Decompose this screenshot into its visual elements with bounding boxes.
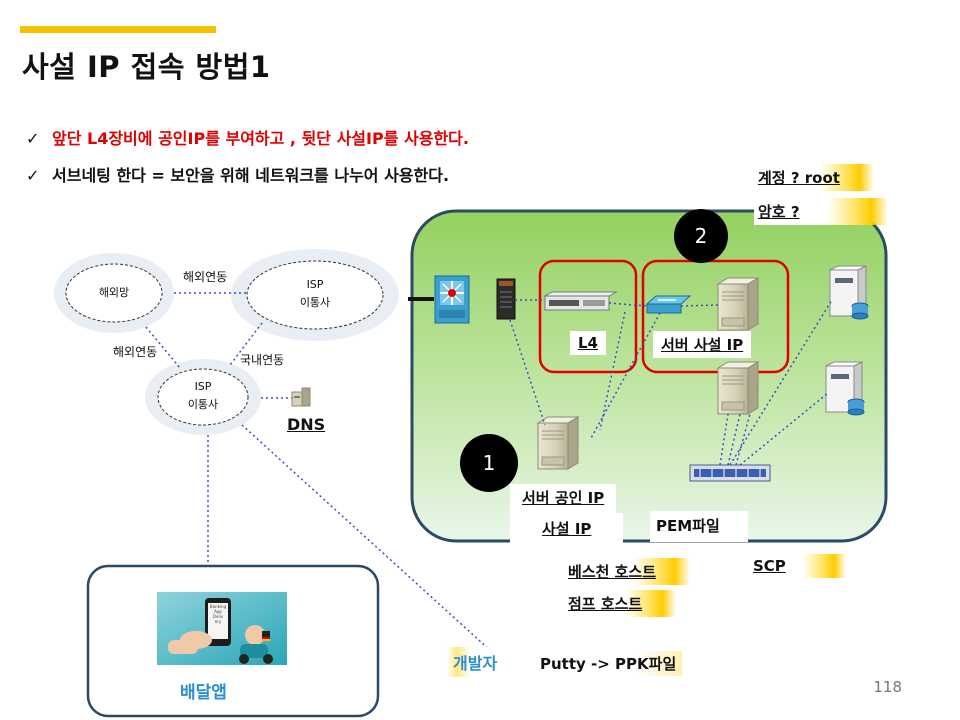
check-icon: ✓ [26, 166, 40, 185]
isp-bottom-ellipse [157, 368, 249, 426]
l4-label: L4 [570, 331, 606, 355]
bullet-item-1: ✓ 앞단 L4장비에 공인IP를 부여하고 , 뒷단 사설IP를 사용한다. [26, 125, 469, 149]
l4-highlight-box [538, 259, 638, 374]
check-icon: ✓ [26, 129, 40, 148]
isp-bottom-label: ISP 이통사 [173, 378, 233, 414]
storage-switch-icon [689, 464, 771, 482]
isp-bottom-line1: ISP [194, 380, 212, 393]
overseas-net-ellipse [65, 263, 163, 323]
jump-host-callout: 점프 호스트 [564, 590, 677, 617]
bastion-host-callout: 베스천 호스트 [564, 558, 691, 585]
overseas-net-label: 해외망 [98, 286, 130, 299]
server-public-ip-label: 서버 공인 IP [510, 484, 617, 514]
putty-callout: Putty -> PPK파일 [534, 651, 683, 676]
bastion-server-icon [537, 416, 579, 470]
isp-bottom-line2: 이통사 [187, 398, 219, 411]
private-server-2-icon [717, 361, 759, 415]
phone-line: Banking [209, 604, 227, 609]
firewall-icon [496, 278, 516, 320]
developer-callout: 개발자 [447, 647, 504, 677]
title-accent-bar [20, 26, 216, 33]
private-ip-label: 사설 IP [510, 513, 624, 545]
core-switch-icon [434, 275, 470, 324]
badge-one: 1 [460, 434, 518, 492]
overseas-link-left-label: 해외연동 [113, 345, 158, 359]
phone-line: ery [214, 619, 222, 624]
l4-device-icon [543, 291, 618, 311]
badge-two: 2 [674, 209, 728, 263]
bullet-text: 앞단 L4장비에 공인IP를 부여하고 , 뒷단 사설IP를 사용한다. [52, 129, 469, 148]
dns-server-icon [291, 387, 311, 407]
db-server-1-icon [829, 265, 869, 320]
dns-label: DNS [287, 415, 326, 434]
overseas-link-top-label: 해외연동 [183, 270, 228, 284]
delivery-app-label: 배달앱 [180, 683, 227, 703]
db-server-2-icon [825, 361, 865, 416]
scp-callout: SCP [749, 554, 846, 578]
server-private-ip-label: 서버 사설 IP [653, 331, 752, 358]
pem-file-label: PEM파일 [650, 511, 748, 542]
phone-screen: Banking App Deliv ery [209, 604, 227, 624]
bullet-item-2: ✓ 서브네팅 한다 = 보안을 위해 네트워크를 나누어 사용한다. [26, 162, 449, 186]
delivery-app-image [157, 592, 287, 665]
domestic-link-label: 국내연동 [240, 353, 285, 367]
private-switch-icon [645, 295, 692, 314]
server-zone [410, 209, 888, 543]
isp-top-ellipse [246, 260, 384, 330]
isp-top-line1: ISP [306, 278, 324, 291]
page-number: 118 [873, 678, 902, 696]
bullet-text: 서브네팅 한다 = 보안을 위해 네트워크를 나누어 사용한다. [52, 166, 450, 185]
phone-line: Deliv [212, 614, 224, 619]
account-callout: 계정 ? root [754, 164, 874, 191]
private-server-icon [717, 277, 759, 331]
phone-line: App [214, 609, 222, 614]
page-title: 사설 IP 접속 방법1 [22, 50, 271, 84]
isp-top-line2: 이통사 [299, 296, 331, 309]
password-callout: 암호 ? [754, 198, 888, 225]
private-server-highlight-box [641, 259, 790, 374]
isp-top-label: ISP 이통사 [285, 276, 345, 312]
